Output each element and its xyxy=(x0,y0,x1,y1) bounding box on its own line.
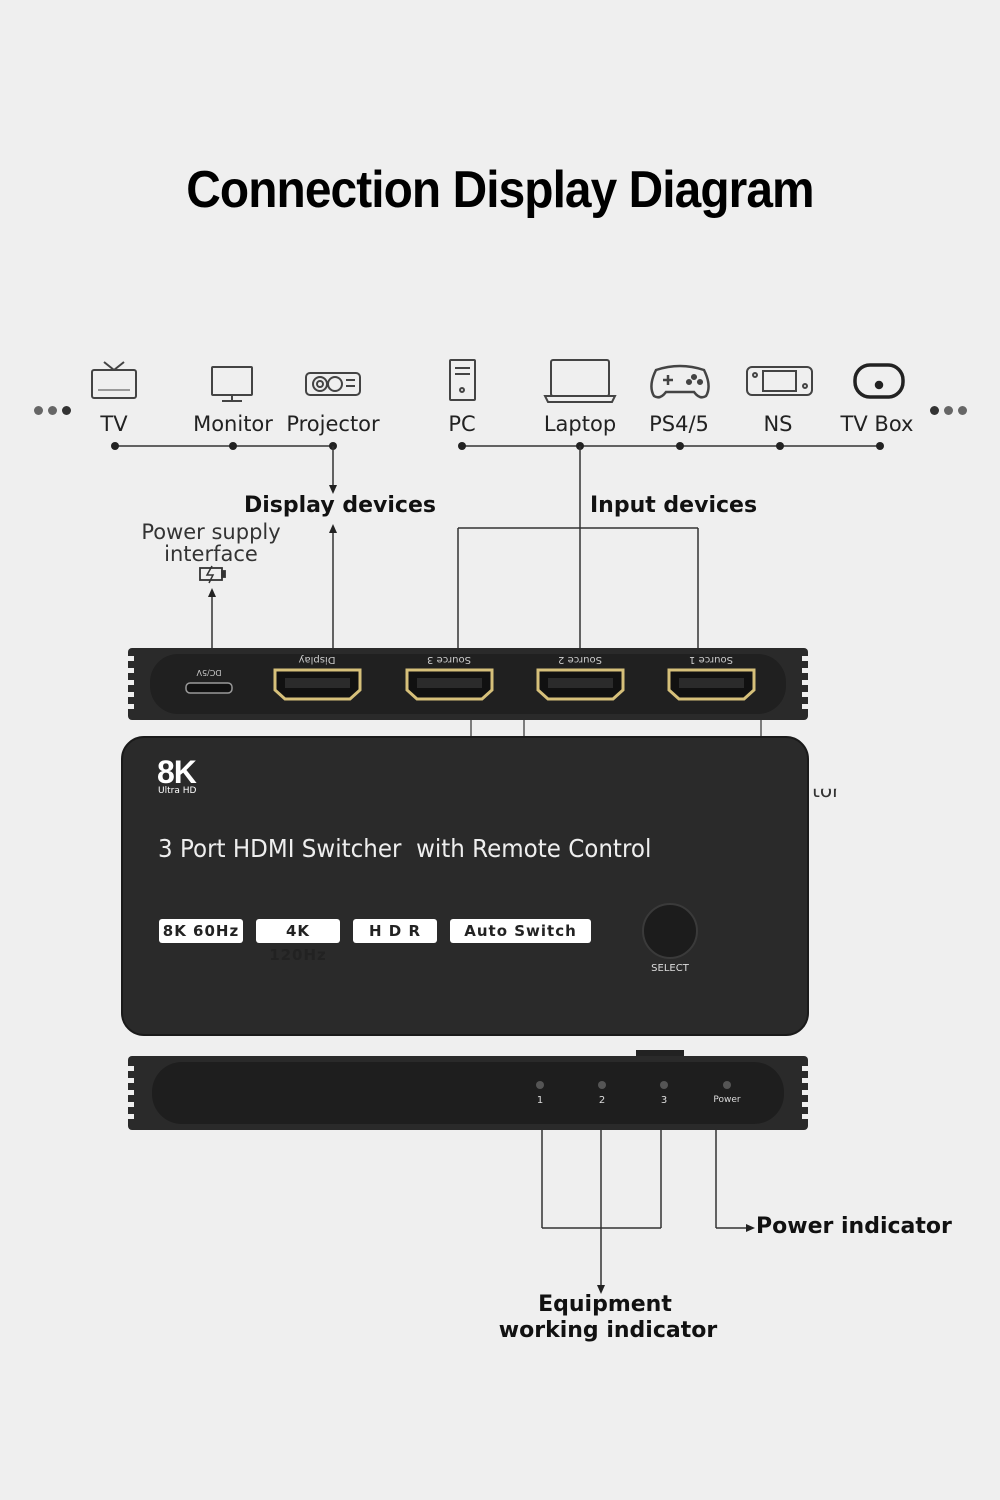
led-1 xyxy=(536,1081,544,1089)
select-button-shape xyxy=(642,903,698,959)
page-title: Connection Display Diagram xyxy=(186,161,814,219)
badge-8k60: 8K 60Hz xyxy=(159,919,243,943)
device-label-pc: PC xyxy=(448,412,476,436)
dc-port xyxy=(185,682,233,694)
pc-tower-icon xyxy=(449,359,476,401)
equipment-indicator-label-2: working indicator xyxy=(498,1318,718,1343)
led-label-power: Power xyxy=(713,1095,741,1105)
select-label: SELECT xyxy=(651,963,689,974)
select-button[interactable] xyxy=(643,904,697,958)
port-label-source2: Source 2 xyxy=(558,654,602,665)
tv-icon xyxy=(91,361,137,399)
led-label-3: 3 xyxy=(660,1095,668,1106)
laptop-icon xyxy=(543,359,617,403)
device-label-tvbox: TV Box xyxy=(840,412,914,436)
port-label-source3: Source 3 xyxy=(427,654,471,665)
device-label-monitor: Monitor xyxy=(193,412,273,436)
projector-icon xyxy=(305,372,361,396)
led-label-1: 1 xyxy=(536,1095,544,1106)
badge-hdr: H D R xyxy=(353,919,437,943)
power-supply-label-2: interface xyxy=(164,542,258,566)
device-label-projector: Projector xyxy=(286,412,380,436)
dc-port-label: DC/5V xyxy=(196,668,222,677)
badge-auto-switch: Auto Switch xyxy=(450,919,591,943)
device-label-ns: NS xyxy=(763,412,793,436)
led-3 xyxy=(660,1081,668,1089)
equipment-indicator-label-1: Equipment xyxy=(538,1292,672,1317)
8k-logo: 8K xyxy=(157,754,197,790)
more-left-dots xyxy=(34,400,76,419)
power-supply-label-1: Power supply xyxy=(141,520,281,544)
more-right-dots xyxy=(930,400,972,419)
partially-hidden-text: tor xyxy=(812,778,841,802)
display-devices-label: Display devices xyxy=(244,493,436,518)
battery-charging-icon xyxy=(199,565,226,584)
port-label-source1: Source 1 xyxy=(689,654,733,665)
monitor-icon xyxy=(211,366,253,402)
power-indicator-label: Power indicator xyxy=(756,1214,952,1239)
handheld-console-icon xyxy=(746,366,813,396)
device-label-ps: PS4/5 xyxy=(649,412,709,436)
product-name: 3 Port HDMI Switcher with Remote Control xyxy=(158,834,652,863)
gamepad-icon xyxy=(650,364,710,399)
front-panel xyxy=(128,1050,808,1130)
badge-4k120: 4K 120Hz xyxy=(256,919,340,964)
switcher-top xyxy=(121,736,809,1036)
led-2 xyxy=(598,1081,606,1089)
ultra-hd-logo: Ultra HD xyxy=(158,786,197,796)
led-label-2: 2 xyxy=(598,1095,606,1106)
tv-box-icon xyxy=(853,363,905,399)
port-label-display: Display xyxy=(298,654,336,665)
device-label-tv: TV xyxy=(100,412,128,436)
device-label-laptop: Laptop xyxy=(543,412,617,436)
input-devices-label: Input devices xyxy=(590,493,758,518)
led-power xyxy=(723,1081,731,1089)
back-panel xyxy=(128,648,808,720)
